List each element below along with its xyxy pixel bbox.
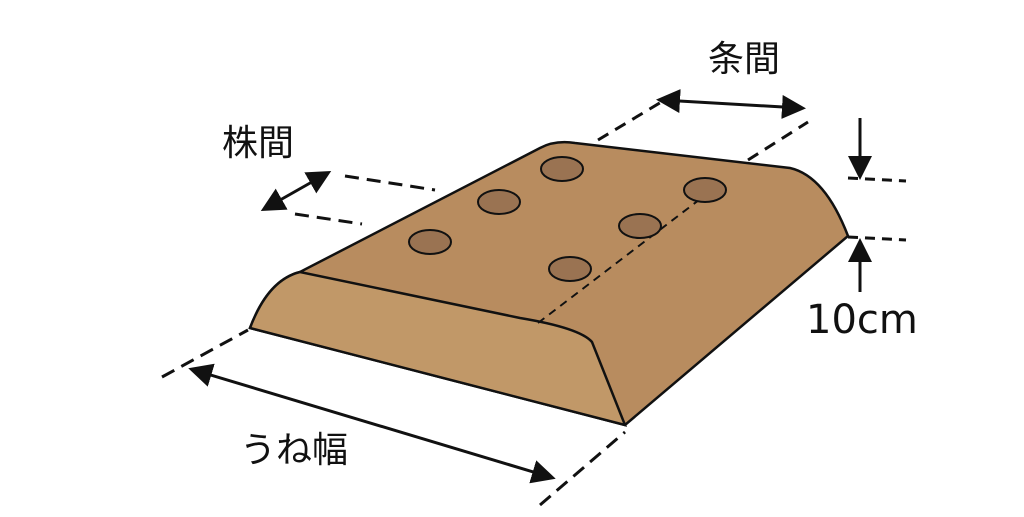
planting-hole <box>540 156 584 182</box>
planting-hole <box>477 189 521 215</box>
planting-hole <box>683 177 727 203</box>
plant-spacing-label: 株間 <box>222 123 295 164</box>
height-dimension <box>847 118 907 292</box>
planting-hole <box>408 229 452 255</box>
plant-spacing-dimension <box>260 171 436 226</box>
ridge-center-dashed-line <box>537 189 713 324</box>
planting-hole <box>548 256 592 282</box>
ridge-width-label: うね幅 <box>240 430 349 471</box>
height-label: 10cm <box>806 297 918 343</box>
row-spacing-label: 条間 <box>708 39 781 80</box>
row-spacing-dimension <box>597 89 809 162</box>
planting-holes <box>408 156 727 282</box>
ridge-width-dimension <box>161 328 626 507</box>
planting-hole <box>618 213 662 239</box>
